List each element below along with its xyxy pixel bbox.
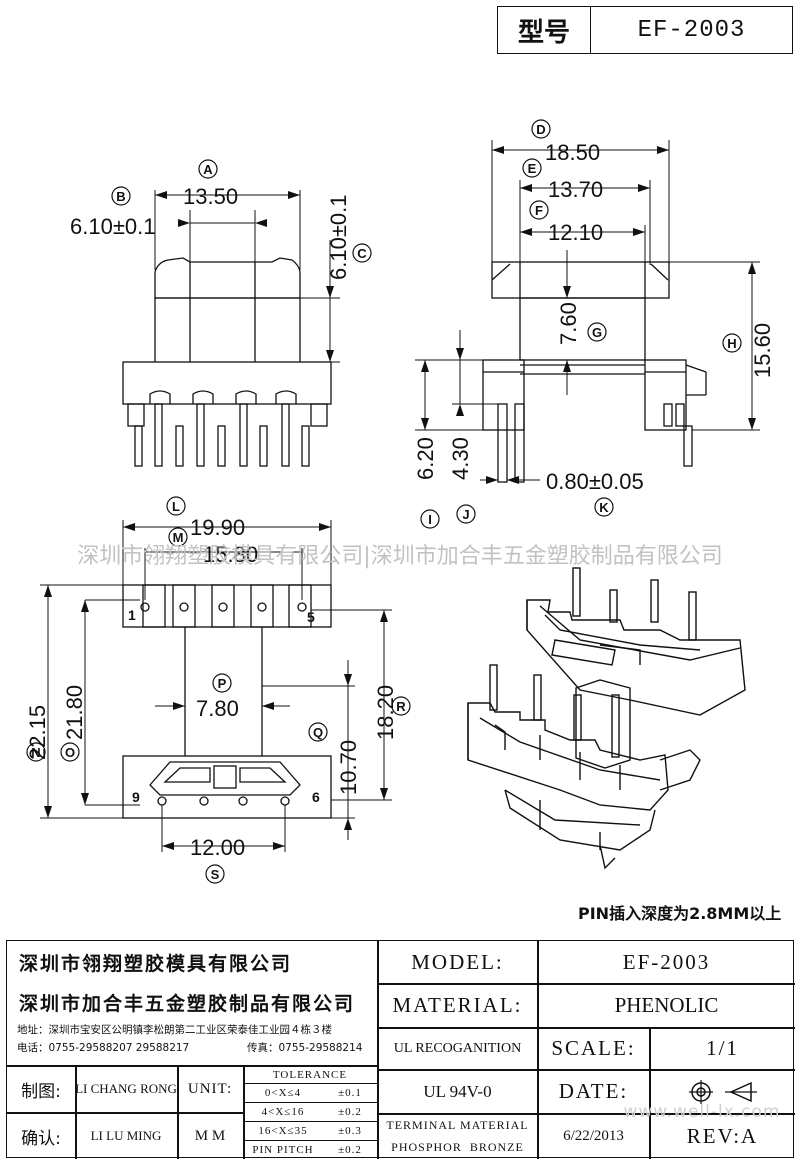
circle-letter-n: N — [31, 745, 40, 760]
tolerance-range-4: PIN PITCH — [252, 1144, 314, 1156]
circle-letter-b: B — [116, 189, 125, 204]
tolerance-range-2: 4<X≤16 — [261, 1106, 305, 1118]
unit-value: M M — [194, 1127, 226, 1144]
material-label: MATERIAL: — [392, 993, 523, 1017]
tolerance-range-1: 0<X≤4 — [264, 1087, 302, 1099]
circle-letter-h: H — [727, 336, 736, 351]
dim-f: 12.10 — [548, 220, 603, 245]
title-block: 深圳市翎翔塑胶模具有限公司 深圳市加合丰五金塑胶制品有限公司 地址：深圳市宝安区… — [6, 940, 795, 1159]
pin-number-5: 5 — [307, 609, 315, 625]
dim-i: 6.20 — [413, 437, 438, 480]
scale-value: 1/1 — [706, 1036, 739, 1060]
dim-r: 18.20 — [373, 685, 398, 740]
circle-letter-e: E — [528, 161, 537, 176]
drawn-by-name: LI CHANG RONG — [75, 1081, 177, 1096]
projection-symbol — [650, 1070, 795, 1113]
dim-d: 18.50 — [545, 140, 600, 165]
dim-k: 0.80±0.05 — [546, 469, 644, 494]
checked-by-name: LI LU MING — [90, 1128, 162, 1143]
first-angle-projection-icon — [688, 1079, 757, 1104]
dim-g: 7.60 — [556, 302, 581, 345]
terminal-material-label: TERMINAL MATERIAL — [386, 1117, 529, 1132]
dim-s: 12.00 — [190, 835, 245, 860]
circle-letter-o: O — [65, 745, 75, 760]
tolerance-value-2: ±0.2 — [338, 1106, 362, 1118]
circle-letter-p: P — [218, 676, 227, 691]
checked-by-label: 确认: — [21, 1128, 61, 1149]
dim-p: 7.80 — [196, 696, 239, 721]
drawn-by-label: 制图: — [21, 1081, 61, 1102]
circle-letter-m: M — [173, 530, 184, 545]
tolerance-value-4: ±0.2 — [338, 1144, 362, 1156]
isometric-view — [467, 567, 746, 870]
pin-number-6: 6 — [312, 789, 320, 805]
date-label: DATE: — [558, 1079, 629, 1103]
dim-c: 6.10±0.1 — [326, 195, 351, 280]
ul-label: UL RECOGANITION — [393, 1040, 522, 1056]
terminal-material-value: PHOSPHOR BRONZE — [391, 1139, 524, 1154]
circle-letter-j: J — [462, 507, 469, 522]
bottom-view-outline — [122, 584, 332, 819]
top-view-outline — [122, 257, 332, 467]
circle-letter-r: R — [396, 699, 406, 714]
watermark-text: 深圳市翎翔塑胶模具有限公司|深圳市加合丰五金塑胶制品有限公司 — [77, 544, 723, 569]
dim-e: 13.70 — [548, 177, 603, 202]
pin-insertion-note: PIN插入深度为2.8MM以上 — [578, 904, 782, 923]
url-watermark: www.well-lx.com — [623, 1102, 781, 1122]
circle-letter-q: Q — [313, 725, 323, 740]
company-fax: 传真：0755-29588214 — [247, 1041, 363, 1054]
company-name-2: 深圳市加合丰五金塑胶制品有限公司 — [19, 992, 356, 1015]
technical-drawing: 13.50 6.10±0.1 6.10±0.1 18.50 13.70 12.1… — [25, 119, 775, 884]
pin-number-9: 9 — [132, 789, 140, 805]
side-view-outline — [482, 261, 707, 483]
model-header-value: EF-2003 — [637, 16, 746, 44]
unit-label: UNIT: — [187, 1080, 233, 1097]
model-header-box: 型号 EF-2003 — [497, 6, 793, 54]
dim-h: 15.60 — [750, 323, 775, 378]
circle-letter-s: S — [211, 867, 220, 882]
circle-letter-k: K — [599, 500, 609, 515]
model-label: MODEL: — [411, 949, 504, 974]
tolerance-value-3: ±0.3 — [338, 1125, 362, 1137]
tolerance-label: TOLERANCE — [272, 1068, 348, 1081]
dim-a: 13.50 — [183, 184, 238, 209]
pin-number-1: 1 — [128, 607, 136, 623]
tolerance-range-3: 16<X≤35 — [258, 1125, 308, 1137]
circle-letter-i: I — [428, 512, 432, 527]
material-value: PHENOLIC — [614, 993, 719, 1017]
dim-n: 22.15 — [25, 705, 50, 760]
date-value: 6/22/2013 — [563, 1128, 624, 1144]
ul-value: UL 94V-0 — [423, 1081, 492, 1101]
dim-q: 10.70 — [336, 740, 361, 795]
company-tel: 电话：0755-29588207 29588217 — [17, 1041, 190, 1054]
dim-j: 4.30 — [448, 437, 473, 480]
dim-b: 6.10±0.1 — [70, 214, 155, 239]
tolerance-value-1: ±0.1 — [338, 1087, 362, 1099]
scale-label: SCALE: — [551, 1036, 636, 1060]
circle-letter-f: F — [535, 203, 543, 218]
dim-l: 19.90 — [190, 515, 245, 540]
model-header-label: 型号 — [498, 7, 591, 53]
company-address: 地址：深圳市宝安区公明镇李松朗第二工业区荣泰佳工业园４栋３楼 — [17, 1023, 332, 1036]
dim-m: 15.80 — [203, 542, 258, 567]
revision: REV:A — [686, 1124, 759, 1148]
model-value: EF-2003 — [622, 949, 711, 974]
dim-o: 21.80 — [62, 685, 87, 740]
company-name-1: 深圳市翎翔塑胶模具有限公司 — [19, 952, 293, 975]
circle-letter-g: G — [592, 325, 602, 340]
circle-letter-d: D — [536, 122, 545, 137]
circle-letter-l: L — [172, 499, 180, 514]
circle-letter-c: C — [357, 246, 367, 261]
circle-letter-a: A — [203, 162, 213, 177]
